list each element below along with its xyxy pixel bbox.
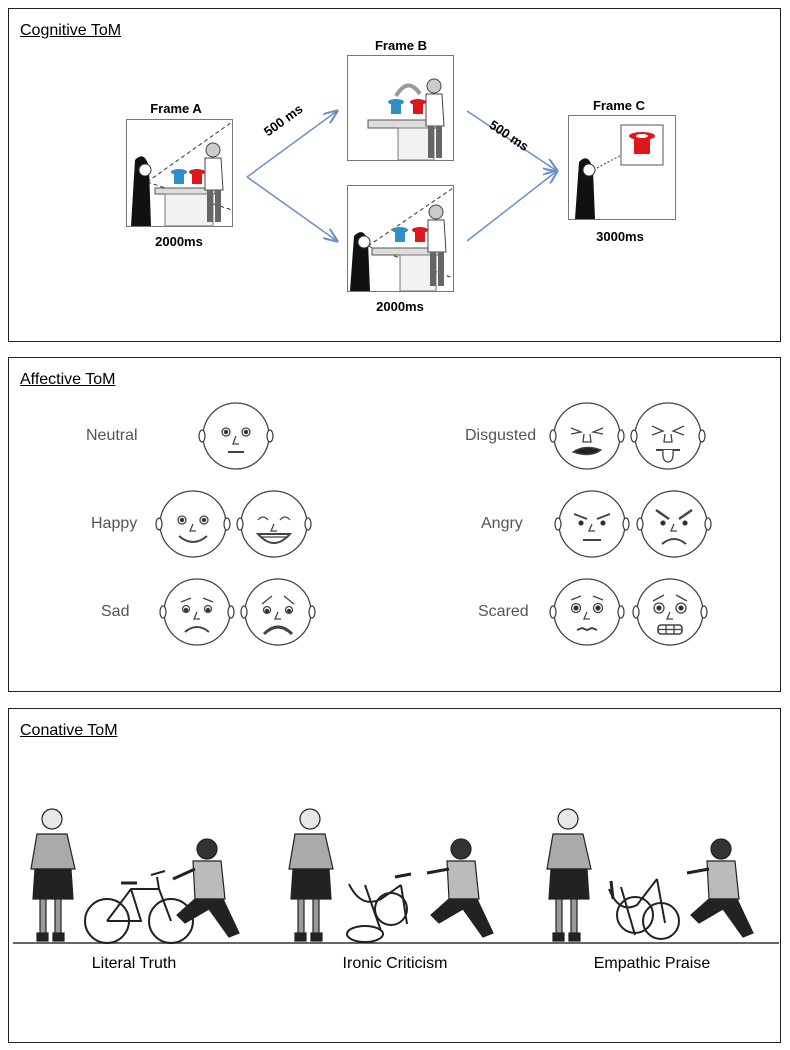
affective-tom-panel: Affective ToM Neutral Happy Sad Disguste…: [8, 357, 781, 692]
frame-b-scene-bottom: [347, 185, 454, 292]
woman-figure: [288, 808, 334, 942]
frame-a-label: Frame A: [150, 101, 202, 116]
flow-arrows: [246, 9, 782, 343]
face-disgusted-2: [630, 402, 706, 470]
face-happy-1: [155, 490, 231, 558]
panel-title: Affective ToM: [20, 371, 116, 388]
face-happy-2: [236, 490, 312, 558]
caption-ironic-criticism: Ironic Criticism: [342, 955, 448, 972]
frame-c-scene: [568, 115, 676, 220]
conative-tom-panel: Conative ToM: [8, 708, 781, 1043]
frame-b-time: 2000ms: [376, 299, 424, 314]
arrow-a-to-b-bottom: [246, 176, 337, 241]
bike-intact: [84, 870, 194, 944]
emotion-label-angry: Angry: [481, 515, 523, 532]
panel-title: Cognitive ToM: [20, 22, 122, 39]
bike-broken: [608, 878, 680, 940]
frame-a-time: 2000ms: [155, 234, 203, 249]
frame-b-scene-top: [347, 55, 454, 161]
face-scared-2: [632, 578, 708, 646]
arrow-b-top-to-c: [466, 110, 557, 171]
conative-scenes: [13, 808, 779, 944]
scene-literal-truth: [30, 808, 240, 944]
arrow-a-to-b-top: [246, 111, 337, 178]
woman-figure: [30, 808, 76, 942]
face-sad-2: [240, 578, 316, 646]
cognitive-tom-panel: Cognitive ToM 500 ms 500 ms Frame A: [8, 8, 781, 342]
face-neutral: [198, 402, 274, 470]
bike-broken: [346, 872, 412, 943]
face-sad-1: [159, 578, 235, 646]
scene-ironic-criticism: [288, 808, 494, 943]
caption-literal-truth: Literal Truth: [91, 955, 177, 972]
arrow-b-bottom-to-c: [466, 171, 557, 242]
scene-empathic-praise: [546, 808, 754, 942]
face-scared-1: [549, 578, 625, 646]
emotion-label-disgusted: Disgusted: [465, 427, 537, 444]
caption-empathic-praise: Empathic Praise: [593, 955, 711, 972]
face-angry-1: [554, 490, 630, 558]
emotion-label-neutral: Neutral: [86, 427, 138, 444]
emotion-label-scared: Scared: [478, 603, 529, 620]
emotion-faces: [155, 402, 712, 646]
panel-title: Conative ToM: [20, 722, 118, 739]
emotion-label-happy: Happy: [91, 515, 138, 532]
frame-a-scene: [126, 119, 233, 227]
frame-c-label: Frame C: [592, 98, 646, 113]
face-disgusted-1: [549, 402, 625, 470]
woman-figure: [546, 808, 592, 942]
boy-figure: [686, 838, 754, 938]
boy-figure: [426, 838, 494, 938]
emotion-label-sad: Sad: [101, 603, 130, 620]
boy-figure: [172, 838, 240, 938]
face-angry-2: [636, 490, 712, 558]
frame-b-label: Frame B: [374, 38, 428, 53]
frame-c-time: 3000ms: [596, 229, 644, 244]
